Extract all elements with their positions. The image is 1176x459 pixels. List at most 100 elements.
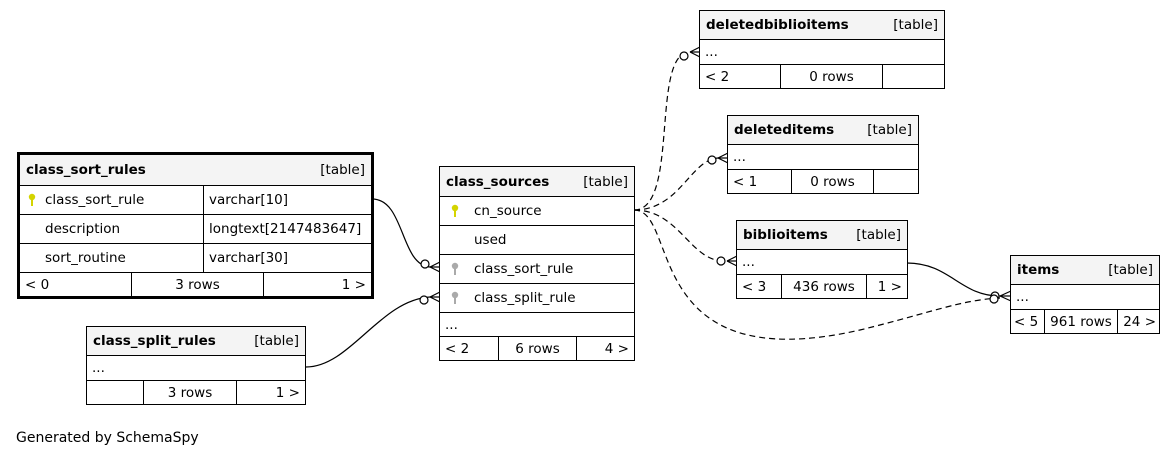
crowfoot-mark (429, 266, 441, 273)
table-type: [table] (856, 227, 901, 243)
optional-mark (679, 51, 689, 61)
ellipsis-row: ... (737, 250, 907, 275)
children-count[interactable]: 1 > (866, 275, 907, 298)
crowfoot-mark (429, 291, 441, 298)
table-name: biblioitems (743, 227, 828, 243)
edge-biblioitems (633, 209, 726, 262)
column-name: class_sort_rule (474, 261, 574, 277)
parents-count[interactable]: < 5 (1014, 313, 1039, 330)
parents-count[interactable]: < 3 (742, 278, 767, 295)
table-header: class_sources [table] (440, 167, 634, 197)
children-count (882, 65, 944, 88)
table-footer: < 2 0 rows (700, 65, 944, 88)
crowfoot-mark (999, 290, 1012, 297)
parents-count[interactable]: < 2 (445, 340, 470, 357)
table-footer: < 2 6 rows 4 > (440, 337, 634, 360)
table-name: class_sort_rules (26, 162, 146, 178)
blank-key-slot (25, 222, 39, 236)
column-row[interactable]: class_sort_rule varchar[10] (20, 186, 371, 215)
parents-count[interactable]: < 2 (705, 68, 730, 85)
table-type: [table] (254, 333, 299, 349)
optional-mark (707, 155, 717, 165)
ellipsis: ... (445, 316, 458, 333)
ellipsis: ... (705, 44, 718, 60)
ellipsis-row: ... (87, 356, 305, 381)
row-count: 0 rows (780, 65, 882, 88)
edge-class-split-rule (305, 296, 431, 368)
crowfoot-mark (429, 296, 441, 303)
column-type: varchar[30] (203, 244, 371, 272)
column-type: longtext[2147483647] (203, 215, 371, 243)
children-count (873, 170, 918, 193)
table-class-sort-rules[interactable]: class_sort_rules [table] class_sort_rule… (17, 152, 374, 299)
crowfoot-mark (717, 157, 729, 164)
table-class-split-rules[interactable]: class_split_rules [table] ... 3 rows 1 > (86, 326, 306, 405)
children-count[interactable]: 4 > (576, 337, 634, 360)
table-items[interactable]: items [table] ... < 5 961 rows 24 > (1010, 255, 1160, 334)
column-row[interactable]: class_sort_rule (440, 255, 634, 284)
column-name: class_sort_rule (45, 192, 145, 208)
row-count: 6 rows (498, 337, 576, 360)
foreign-key-icon (448, 291, 462, 305)
generated-by-note: Generated by SchemaSpy (16, 430, 199, 446)
optional-mark (989, 294, 999, 304)
table-footer: < 1 0 rows (728, 170, 918, 193)
column-row[interactable]: description longtext[2147483647] (20, 215, 371, 244)
foreign-key-icon (448, 262, 462, 276)
table-type: [table] (867, 122, 912, 138)
table-type: [table] (893, 17, 938, 33)
optional-mark (419, 295, 429, 305)
children-count[interactable]: 1 > (236, 381, 305, 404)
parents-count (87, 381, 143, 404)
table-name: items (1017, 262, 1060, 278)
row-count: 3 rows (143, 381, 236, 404)
table-deleteditems[interactable]: deleteditems [table] ... < 1 0 rows (727, 115, 919, 194)
edge-deletedbiblioitems (633, 51, 691, 211)
blank-key-slot (448, 233, 462, 247)
table-header: items [table] (1011, 256, 1159, 285)
column-type: varchar[10] (203, 186, 371, 214)
crowfoot-mark (689, 51, 701, 58)
ellipsis-row: ... (728, 145, 918, 170)
table-type: [table] (320, 162, 365, 178)
column-name: class_split_rule (474, 290, 576, 306)
crowfoot-mark (717, 152, 729, 159)
table-footer: 3 rows 1 > (87, 381, 305, 404)
column-row[interactable]: used (440, 226, 634, 255)
table-name: class_split_rules (93, 333, 216, 349)
row-count: 0 rows (791, 170, 873, 193)
column-row[interactable]: sort_routine varchar[30] (20, 244, 371, 273)
edge-class-sort-rule (371, 198, 431, 268)
children-count[interactable]: 1 > (263, 273, 371, 296)
edge-deleteditems (633, 157, 719, 211)
crowfoot-mark (726, 260, 738, 267)
column-name: cn_source (474, 203, 542, 219)
children-count[interactable]: 24 > (1117, 310, 1159, 333)
row-count: 961 rows (1044, 310, 1117, 333)
table-biblioitems[interactable]: biblioitems [table] ... < 3 436 rows 1 > (736, 220, 908, 299)
table-type: [table] (1108, 262, 1153, 278)
table-deletedbiblioitems[interactable]: deletedbiblioitems [table] ... < 2 0 row… (699, 10, 945, 89)
crowfoot-mark (726, 255, 738, 262)
ellipsis: ... (1016, 289, 1029, 305)
primary-key-icon (448, 204, 462, 218)
table-footer: < 0 3 rows 1 > (20, 273, 371, 296)
table-name: class_sources (446, 173, 550, 190)
column-row[interactable]: cn_source (440, 197, 634, 226)
table-type: [table] (583, 173, 628, 190)
table-footer: < 5 961 rows 24 > (1011, 310, 1159, 333)
column-row[interactable]: class_split_rule (440, 284, 634, 313)
table-class-sources[interactable]: class_sources [table] cn_source used cla… (439, 166, 635, 361)
table-header: deletedbiblioitems [table] (700, 11, 944, 40)
parents-count[interactable]: < 1 (733, 173, 758, 190)
primary-key-icon (25, 193, 39, 207)
crowfoot-mark (429, 261, 441, 268)
parents-count[interactable]: < 0 (25, 276, 50, 293)
ellipsis-row: ... (1011, 285, 1159, 310)
ellipsis: ... (742, 254, 755, 270)
table-name: deletedbiblioitems (706, 17, 849, 33)
table-header: class_split_rules [table] (87, 327, 305, 356)
table-name: deleteditems (734, 122, 835, 138)
ellipsis-row: ... (440, 313, 634, 337)
